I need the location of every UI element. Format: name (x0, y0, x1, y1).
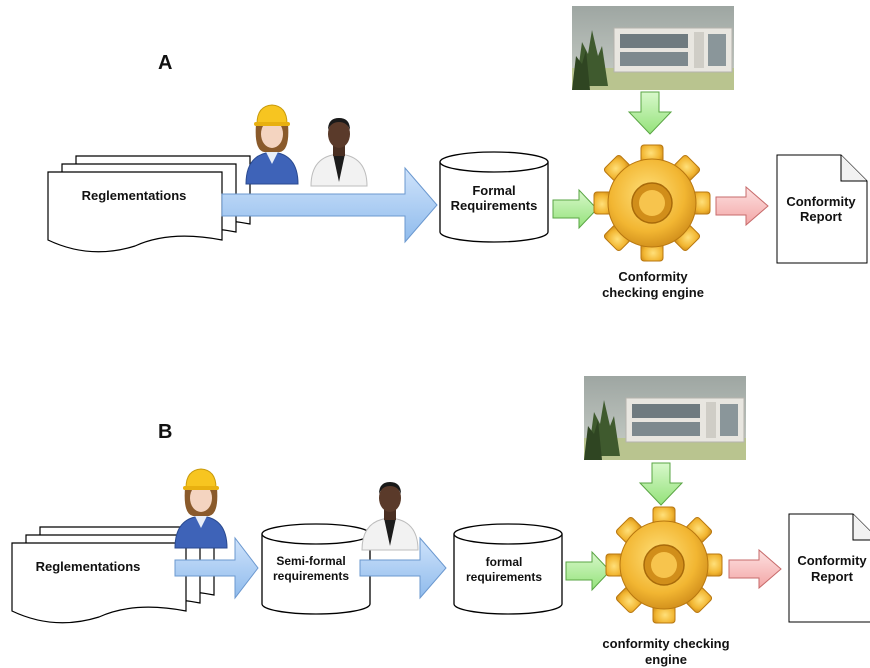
engine-label-line1-b: conformity checking (602, 636, 729, 651)
reglementations-docs-a (47, 155, 251, 253)
report-label-line2-b: Report (811, 569, 854, 584)
blue-arrow-b2 (359, 536, 447, 600)
semi-formal-line1-b: Semi-formal (276, 554, 345, 568)
pink-arrow-b (728, 549, 782, 589)
blue-arrow-a (221, 166, 438, 244)
businessman-icon (361, 481, 419, 551)
gear-icon (605, 506, 723, 624)
businessman-icon (310, 117, 368, 187)
formal-requirements-line2-b: requirements (466, 570, 542, 584)
gear-icon (593, 144, 711, 262)
formal-requirements-line1-a: Formal (472, 183, 515, 198)
green-arrow-b (565, 551, 611, 591)
document-icon (788, 513, 870, 623)
engineer-icon (174, 468, 228, 549)
engine-label-line2-a: checking engine (602, 285, 704, 300)
formal-requirements-line2-a: Requirements (451, 198, 538, 213)
green-down-arrow-a (628, 91, 672, 135)
engineer-icon (245, 104, 299, 185)
report-label-line1-a: Conformity (786, 194, 856, 209)
building-image (571, 5, 735, 91)
green-down-arrow-b (639, 462, 683, 506)
formal-requirements-line1-b: formal (486, 555, 523, 569)
reglementations-label-b: Reglementations (36, 559, 141, 574)
section-b-marker: B (158, 421, 172, 443)
reglementations-label-a: Reglementations (82, 188, 187, 203)
engine-label-line1-a: Conformity (618, 269, 688, 284)
report-label-line2-a: Report (800, 209, 843, 224)
report-label-line1-b: Conformity (797, 553, 867, 568)
section-a-marker: A (158, 52, 172, 74)
pink-arrow-a (715, 186, 769, 226)
semi-formal-line2-b: requirements (273, 569, 349, 583)
formal-requirements-store-b (453, 523, 563, 615)
building-image (583, 375, 747, 461)
engine-label-line2-b: engine (645, 652, 687, 667)
green-arrow-a (552, 189, 598, 229)
blue-arrow-b1 (174, 536, 259, 600)
